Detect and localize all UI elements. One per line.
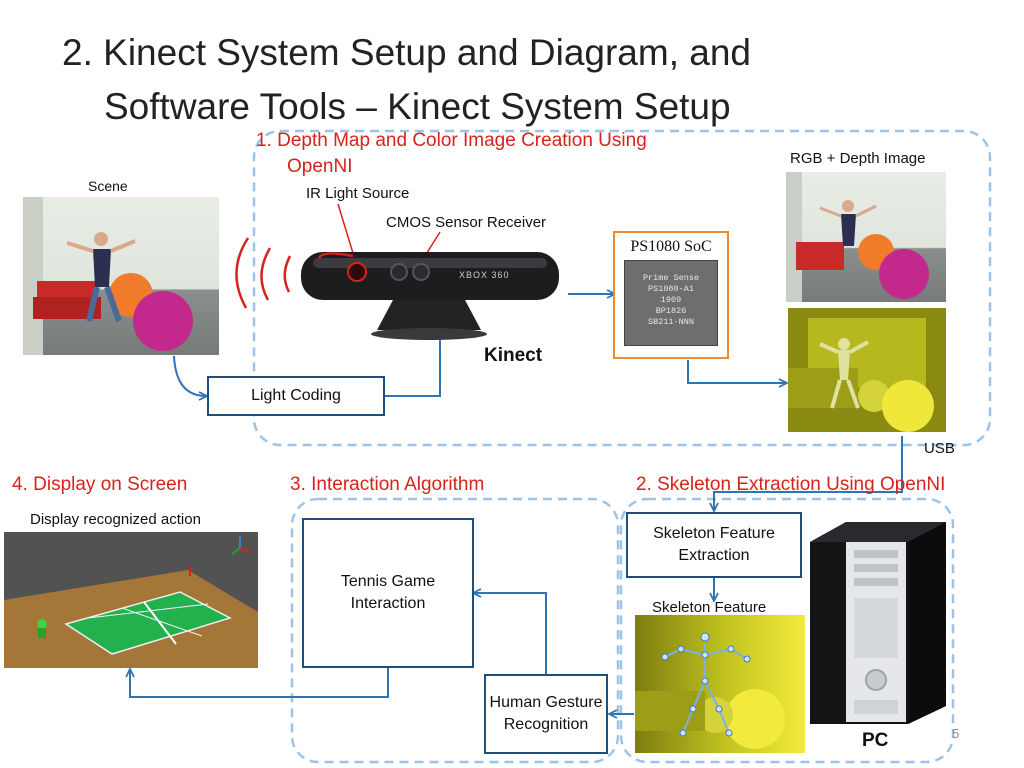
arrow-soc-to-images [687, 360, 786, 383]
depth-image [788, 308, 946, 432]
rgb-depth-label: RGB + Depth Image [790, 150, 926, 167]
slide-title: 2. Kinect System Setup and Diagram, and … [62, 26, 751, 134]
ir-light-source-label: IR Light Source [306, 185, 410, 202]
arrow-tennis-to-display [130, 668, 389, 698]
light-coding-box: Light Coding [207, 376, 385, 416]
gesture-recognition-box: Human Gesture Recognition [484, 674, 608, 754]
usb-connector [714, 436, 903, 510]
arrow-scene-to-lightcoding [173, 355, 206, 396]
display-recognized-label: Display recognized action [30, 511, 201, 528]
pc-label: PC [862, 730, 889, 751]
rgb-image [786, 172, 946, 302]
section-1-heading: 1. Depth Map and Color Image Creation Us… [256, 130, 647, 177]
kinect-image: XBOX 360 [293, 244, 565, 344]
region-skeleton [619, 497, 955, 764]
soc-frame: PS1080 SoC Prime Sense PS1080-A1 1909 BP… [613, 231, 729, 359]
skeleton-feature-label: Skeleton Feature [652, 599, 767, 616]
usb-label: USB [924, 440, 955, 457]
scene-label: Scene [88, 178, 128, 194]
page-number: 5 [952, 726, 960, 741]
cmos-sensor-label: CMOS Sensor Receiver [386, 214, 547, 231]
arrow-recognition-to-tennis [474, 593, 547, 674]
title-line-2: Software Tools – Kinect System Setup [104, 86, 731, 127]
ir-waves [235, 237, 292, 309]
tennis-interaction-box: Tennis Game Interaction [302, 518, 474, 668]
soc-chip: Prime Sense PS1080-A1 1909 BP1826 SB211-… [624, 260, 718, 346]
skeleton-extraction-box: Skeleton Feature Extraction [626, 512, 802, 578]
title-line-1: 2. Kinect System Setup and Diagram, and [62, 32, 751, 73]
section-3-heading: 3. Interaction Algorithm [290, 474, 485, 495]
region-interaction [290, 497, 620, 764]
section-4-heading: 4. Display on Screen [12, 474, 188, 495]
kinect-brand-text: XBOX 360 [459, 270, 510, 280]
region-depth-map [252, 129, 992, 447]
scene-image [23, 197, 219, 355]
section-2-heading: 2. Skeleton Extraction Using OpenNI [636, 474, 946, 495]
pc-tower-image [808, 520, 948, 726]
skeleton-feature-image [635, 615, 805, 753]
soc-label: PS1080 SoC [630, 238, 712, 255]
kinect-label: Kinect [484, 345, 543, 366]
tennis-display-image [4, 532, 258, 668]
